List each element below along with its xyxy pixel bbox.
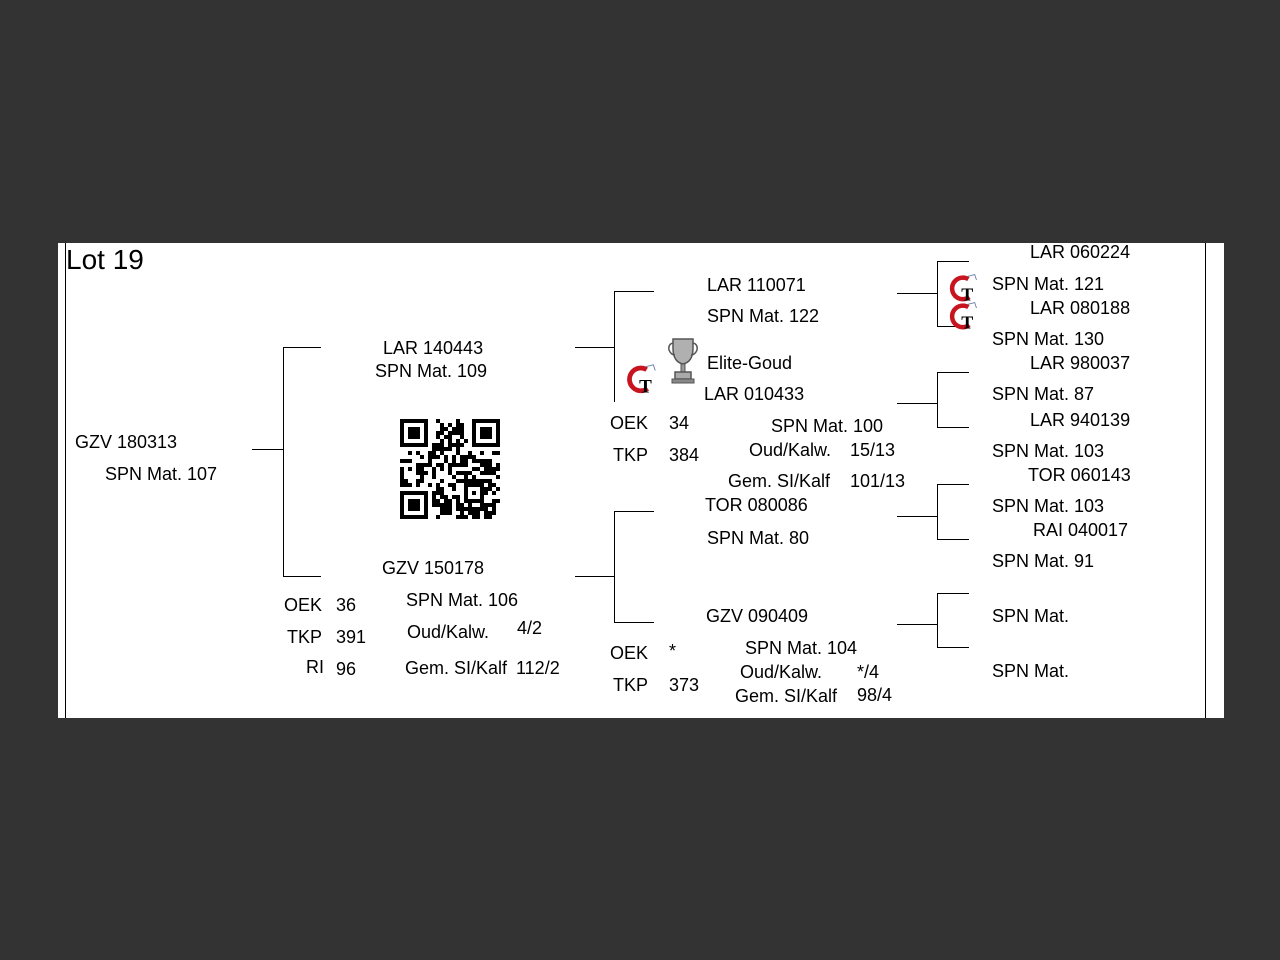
connector	[614, 291, 654, 292]
sd-award: Elite-Goud	[707, 353, 793, 373]
lot-title: Lot 19	[66, 244, 144, 275]
gt-logo-icon: T	[949, 302, 977, 333]
sd-gem-value: 101/13	[850, 471, 906, 491]
gen4-id: TOR 060143	[1028, 465, 1131, 485]
connector	[937, 326, 969, 327]
sd-oek-label: OEK	[610, 413, 649, 433]
frame-right-line	[1205, 243, 1206, 718]
dam-gem-value: 112/2	[516, 658, 560, 678]
sd-oek-value: 34	[669, 413, 690, 433]
connector	[614, 511, 654, 512]
dam-tkp-label: TKP	[287, 627, 323, 647]
gen4-id: LAR 940139	[1030, 410, 1131, 430]
sd-mat: SPN Mat. 100	[771, 416, 884, 436]
connector	[575, 576, 615, 577]
connector	[937, 593, 938, 648]
subject-id: GZV 180313	[75, 432, 178, 452]
sire-mat: SPN Mat. 109	[375, 361, 488, 381]
sd-oud-value: 15/13	[850, 440, 896, 460]
connector	[937, 593, 969, 594]
gen4-id: RAI 040017	[1033, 520, 1129, 540]
connector	[937, 261, 938, 327]
dd-oek-label: OEK	[610, 643, 649, 663]
dd-id: GZV 090409	[706, 606, 809, 626]
connector	[897, 293, 937, 294]
connector	[937, 539, 969, 540]
gen4-mat: SPN Mat. 103	[992, 441, 1105, 461]
connector	[937, 484, 938, 540]
gen4-mat: SPN Mat. 130	[992, 329, 1105, 349]
svg-text:T: T	[961, 313, 973, 333]
svg-text:T: T	[639, 376, 652, 397]
sd-oud-label: Oud/Kalw.	[749, 440, 832, 460]
gen4-id: LAR 080188	[1030, 298, 1131, 318]
connector	[937, 261, 969, 262]
dam-oek-label: OEK	[284, 595, 323, 615]
connector	[283, 576, 321, 577]
dam-oek-value: 36	[336, 595, 357, 615]
connector	[937, 372, 938, 428]
connector	[252, 449, 284, 450]
dam-gem-label: Gem. SI/Kalf	[405, 658, 508, 678]
dam-oud-value: 4/2	[517, 618, 543, 638]
gen4-mat: SPN Mat. 121	[992, 274, 1105, 294]
connector	[937, 484, 969, 485]
dd-mat: SPN Mat. 104	[745, 638, 858, 658]
dam-tkp-value: 391	[336, 627, 367, 647]
sd-tkp-label: TKP	[613, 445, 649, 465]
ds-id: TOR 080086	[705, 495, 808, 515]
connector	[937, 427, 969, 428]
subject-mat: SPN Mat. 107	[105, 464, 218, 484]
sire-id: LAR 140443	[383, 338, 484, 358]
gen4-mat: SPN Mat. 91	[992, 551, 1095, 571]
ds-mat: SPN Mat. 80	[707, 528, 810, 548]
connector	[937, 647, 969, 648]
gt-logo-icon: T	[627, 364, 656, 397]
svg-text:T: T	[961, 285, 973, 305]
gt-logo-icon: T	[949, 274, 977, 305]
dam-mat: SPN Mat. 106	[406, 590, 519, 610]
connector	[283, 347, 284, 577]
trophy-icon	[668, 338, 698, 384]
sd-gem-label: Gem. SI/Kalf	[728, 471, 831, 491]
connector	[897, 624, 937, 625]
connector	[283, 347, 321, 348]
dam-oud-label: Oud/Kalw.	[407, 622, 490, 642]
pedigree-sheet: Lot 19 GZV 180313 SPN Mat. 107 LAR 14044…	[58, 243, 1224, 718]
connector	[614, 622, 654, 623]
gen4-mat: SPN Mat.	[992, 661, 1070, 681]
ss-mat: SPN Mat. 122	[707, 306, 820, 326]
dam-id: GZV 150178	[382, 558, 485, 578]
dd-oud-label: Oud/Kalw.	[740, 662, 823, 682]
connector	[614, 291, 615, 402]
connector	[897, 403, 937, 404]
dd-tkp-label: TKP	[613, 675, 649, 695]
connector	[897, 516, 937, 517]
sd-id: LAR 010433	[704, 384, 805, 404]
gen4-mat: SPN Mat. 87	[992, 384, 1095, 404]
gen4-id: LAR 980037	[1030, 353, 1131, 373]
frame-left-line	[65, 243, 66, 718]
ss-id: LAR 110071	[707, 275, 806, 295]
dd-oud-value: */4	[857, 662, 880, 682]
dd-gem-label: Gem. SI/Kalf	[735, 686, 838, 706]
dam-ri-value: 96	[336, 659, 357, 679]
connector	[937, 372, 969, 373]
gen4-mat: SPN Mat. 103	[992, 496, 1105, 516]
gen4-id: LAR 060224	[1030, 243, 1131, 262]
dam-ri-label: RI	[306, 657, 324, 677]
dd-tkp-value: 373	[669, 675, 700, 695]
qr-code-icon	[400, 419, 500, 519]
gen4-mat: SPN Mat.	[992, 606, 1070, 626]
connector	[575, 347, 615, 348]
connector	[614, 511, 615, 623]
sd-tkp-value: 384	[669, 445, 700, 465]
dd-oek-value: *	[669, 641, 677, 661]
dd-gem-value: 98/4	[857, 685, 893, 705]
